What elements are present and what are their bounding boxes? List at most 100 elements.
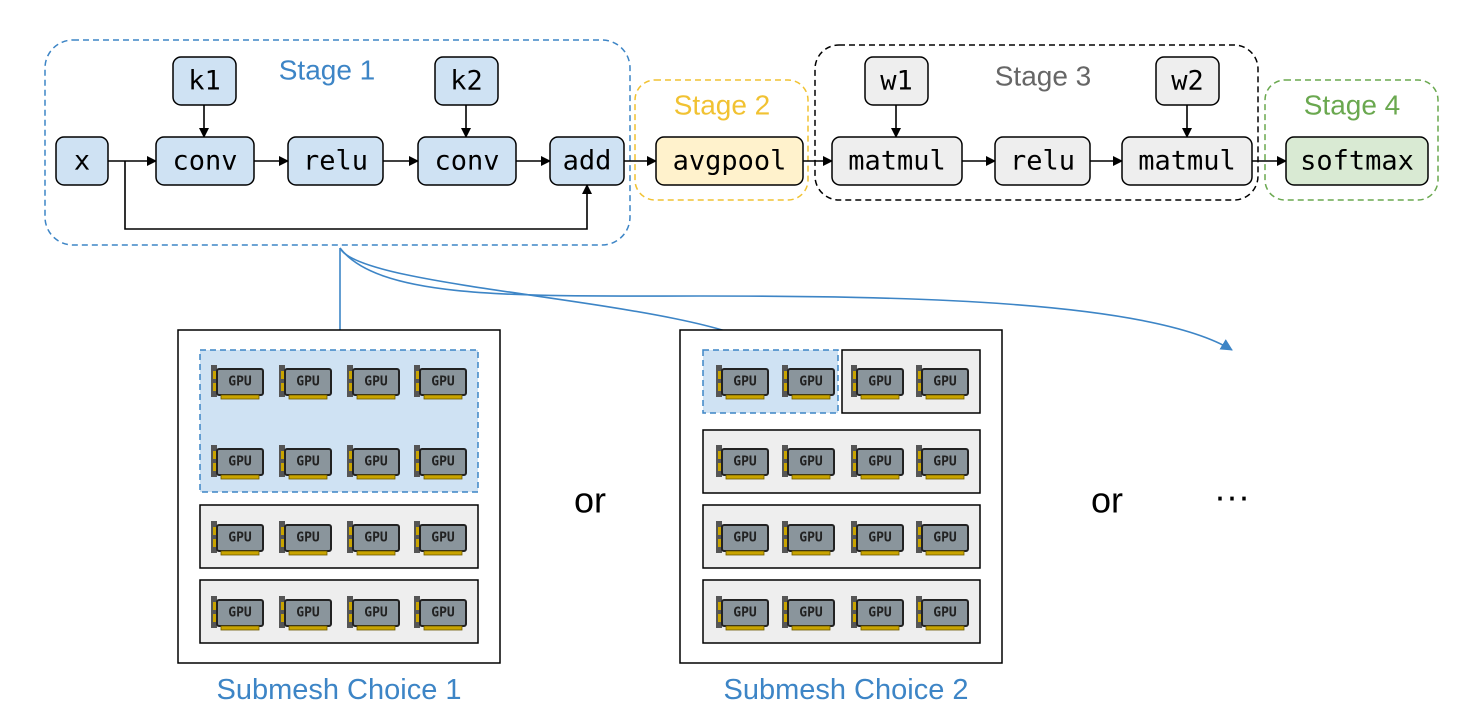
gpu-label: GPU (868, 606, 892, 621)
node-relu2: relu (994, 136, 1091, 186)
gpu-label: GPU (431, 606, 455, 621)
gpu-label: GPU (296, 606, 320, 621)
node-label: conv (434, 146, 499, 177)
gpu-label: GPU (933, 375, 957, 390)
gpu-card: GPU (345, 594, 401, 632)
node-matmul1: matmul (831, 136, 963, 186)
node-box (417, 136, 517, 186)
gpu-label: GPU (733, 375, 757, 390)
node-box (287, 136, 384, 186)
edges (108, 105, 1287, 230)
gpu-card: GPU (914, 443, 970, 481)
gpu-label: GPU (733, 455, 757, 470)
gpu-label: GPU (933, 531, 957, 546)
gpu-label: GPU (364, 531, 388, 546)
gpu-card: GPU (714, 363, 770, 401)
gpu-label: GPU (431, 455, 455, 470)
gpu-card: GPU (714, 443, 770, 481)
gpu-card: GPU (277, 519, 333, 557)
node-k1: k1 (172, 56, 237, 106)
gpu-card: GPU (412, 519, 468, 557)
node-label: softmax (1300, 146, 1414, 177)
gpu-label: GPU (228, 606, 252, 621)
ellipsis: ··· (1214, 476, 1250, 517)
node-box (1285, 136, 1429, 186)
gpu-label: GPU (799, 375, 823, 390)
gpu-card: GPU (780, 594, 836, 632)
gpu-card: GPU (914, 519, 970, 557)
gpu-label: GPU (733, 531, 757, 546)
gpu-label: GPU (733, 606, 757, 621)
gpu-label: GPU (228, 375, 252, 390)
node-box (55, 136, 109, 186)
gpu-card: GPU (277, 594, 333, 632)
node-conv1: conv (155, 136, 255, 186)
gpu-label: GPU (364, 606, 388, 621)
submesh-choice-1-label: Submesh Choice 1 (216, 674, 461, 706)
stage-1-box (44, 39, 631, 246)
node-box (655, 136, 804, 186)
gpu-label: GPU (228, 455, 252, 470)
node-box (434, 56, 499, 106)
node-softmax: softmax (1285, 136, 1429, 186)
node-add: add (549, 136, 625, 186)
gpu-label: GPU (799, 455, 823, 470)
gpu-card: GPU (412, 363, 468, 401)
gpu-card: GPU (849, 519, 905, 557)
node-w2: w2 (1155, 56, 1220, 106)
gpu-card: GPU (714, 594, 770, 632)
gpu-card: GPU (714, 519, 770, 557)
gpu-label: GPU (431, 531, 455, 546)
node-box (831, 136, 963, 186)
gpu-label: GPU (799, 606, 823, 621)
gpu-card: GPU (209, 443, 265, 481)
gpu-card: GPU (780, 443, 836, 481)
node-box (994, 136, 1091, 186)
submesh-choice-2-label: Submesh Choice 2 (723, 674, 968, 706)
submesh-choice-1: GPU GPU GPU GPU GPU GPU GPU GPU GPU GPU GPU GPU GPU G… (177, 329, 501, 664)
gpu-label: GPU (296, 375, 320, 390)
gpu-card: GPU (780, 363, 836, 401)
gpu-label: GPU (296, 531, 320, 546)
node-label: relu (303, 146, 368, 177)
gpu-card: GPU (345, 363, 401, 401)
node-box (1121, 136, 1253, 186)
stage-3-label: Stage 3 (995, 61, 1092, 92)
stage-2-box (634, 79, 809, 201)
node-box (172, 56, 237, 106)
gpu-label: GPU (868, 375, 892, 390)
submeshes: GPU GPU GPU GPU GPU GPU GPU GPU GPU GPU GPU GPU GPU G… (177, 329, 1003, 664)
or-separator-2: or (1091, 480, 1123, 521)
stage-1-label: Stage 1 (279, 55, 376, 86)
node-avgpool: avgpool (655, 136, 804, 186)
node-label: avgpool (673, 146, 787, 177)
or-separator-1: or (574, 480, 606, 521)
gpu-label: GPU (431, 375, 455, 390)
gpu-label: GPU (868, 455, 892, 470)
gpu-label: GPU (933, 455, 957, 470)
gpu-label: GPU (933, 606, 957, 621)
stage-3-box (814, 44, 1259, 201)
stage-2-label: Stage 2 (674, 90, 771, 121)
node-label: add (563, 146, 612, 177)
node-w1: w1 (864, 56, 929, 106)
gpu-card: GPU (412, 443, 468, 481)
gpu-card: GPU (914, 594, 970, 632)
stage-4-label: Stage 4 (1304, 90, 1401, 121)
gpu-card: GPU (849, 594, 905, 632)
node-x: x (55, 136, 109, 186)
node-label: k2 (450, 66, 483, 97)
gpu-card: GPU (209, 363, 265, 401)
gpu-card: GPU (277, 443, 333, 481)
node-box (1155, 56, 1220, 106)
gpu-card: GPU (277, 363, 333, 401)
gpu-label: GPU (296, 455, 320, 470)
node-label: matmul (848, 146, 946, 177)
node-label: w1 (880, 66, 913, 97)
stage-4-box (1264, 79, 1439, 201)
gpu-card: GPU (412, 594, 468, 632)
gpu-card: GPU (914, 363, 970, 401)
node-relu1: relu (287, 136, 384, 186)
node-matmul2: matmul (1121, 136, 1253, 186)
